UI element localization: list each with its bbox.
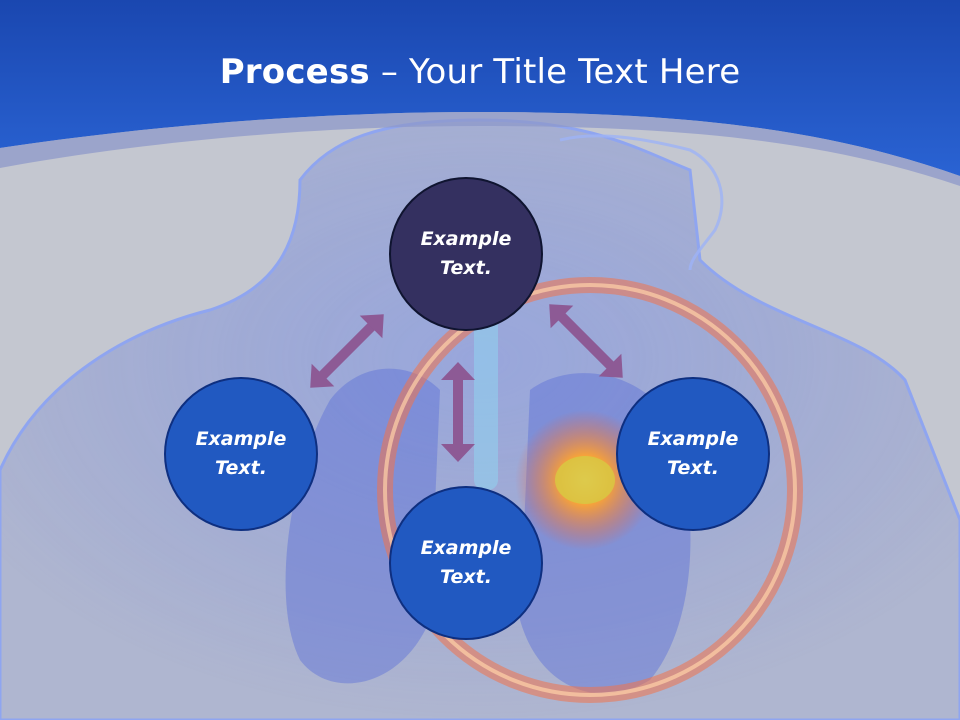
process-node-right: Example Text. [616,377,770,531]
node-bottom-label: Example Text. [420,537,512,588]
slide-title: Process – Your Title Text Here [0,52,960,92]
title-bold: Process [219,52,370,92]
process-node-top: Example Text. [389,177,543,331]
node-top-label: Example Text. [420,228,512,279]
arrow-vertical [441,362,475,462]
title-rest: – Your Title Text Here [369,52,741,92]
process-node-left: Example Text. [164,377,318,531]
process-node-bottom: Example Text. [389,486,543,640]
arrow-top-left [310,314,384,388]
node-left-label: Example Text. [195,428,287,479]
arrow-top-right [549,304,623,378]
node-right-label: Example Text. [647,428,739,479]
